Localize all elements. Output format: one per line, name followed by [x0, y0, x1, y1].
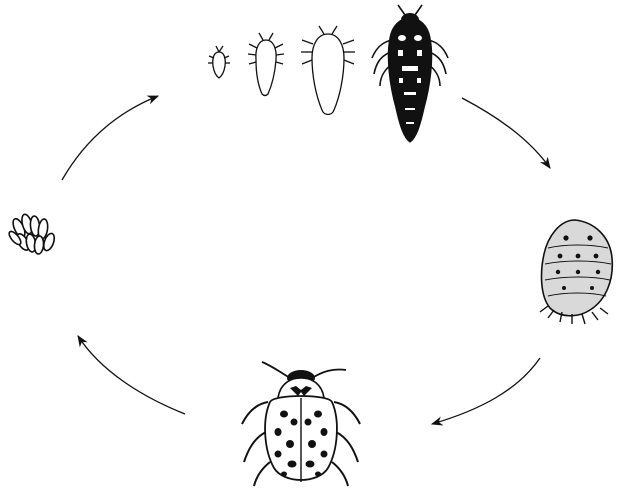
arrow-eggs-to-larvae — [62, 96, 158, 180]
arrow-pupa-to-adult — [432, 358, 540, 424]
larva-instar-1 — [208, 46, 230, 78]
larva-growth-series-icon — [208, 5, 448, 142]
larva-instar-3 — [301, 26, 355, 115]
larva-instar-4 — [372, 5, 448, 142]
arrow-larvae-to-pupa — [462, 98, 550, 168]
pupa-icon — [540, 220, 612, 324]
larva-instar-2 — [248, 33, 284, 96]
egg-cluster-icon — [7, 213, 56, 254]
ladybird-beetle-icon — [242, 362, 360, 486]
arrow-adult-to-eggs — [78, 336, 185, 414]
